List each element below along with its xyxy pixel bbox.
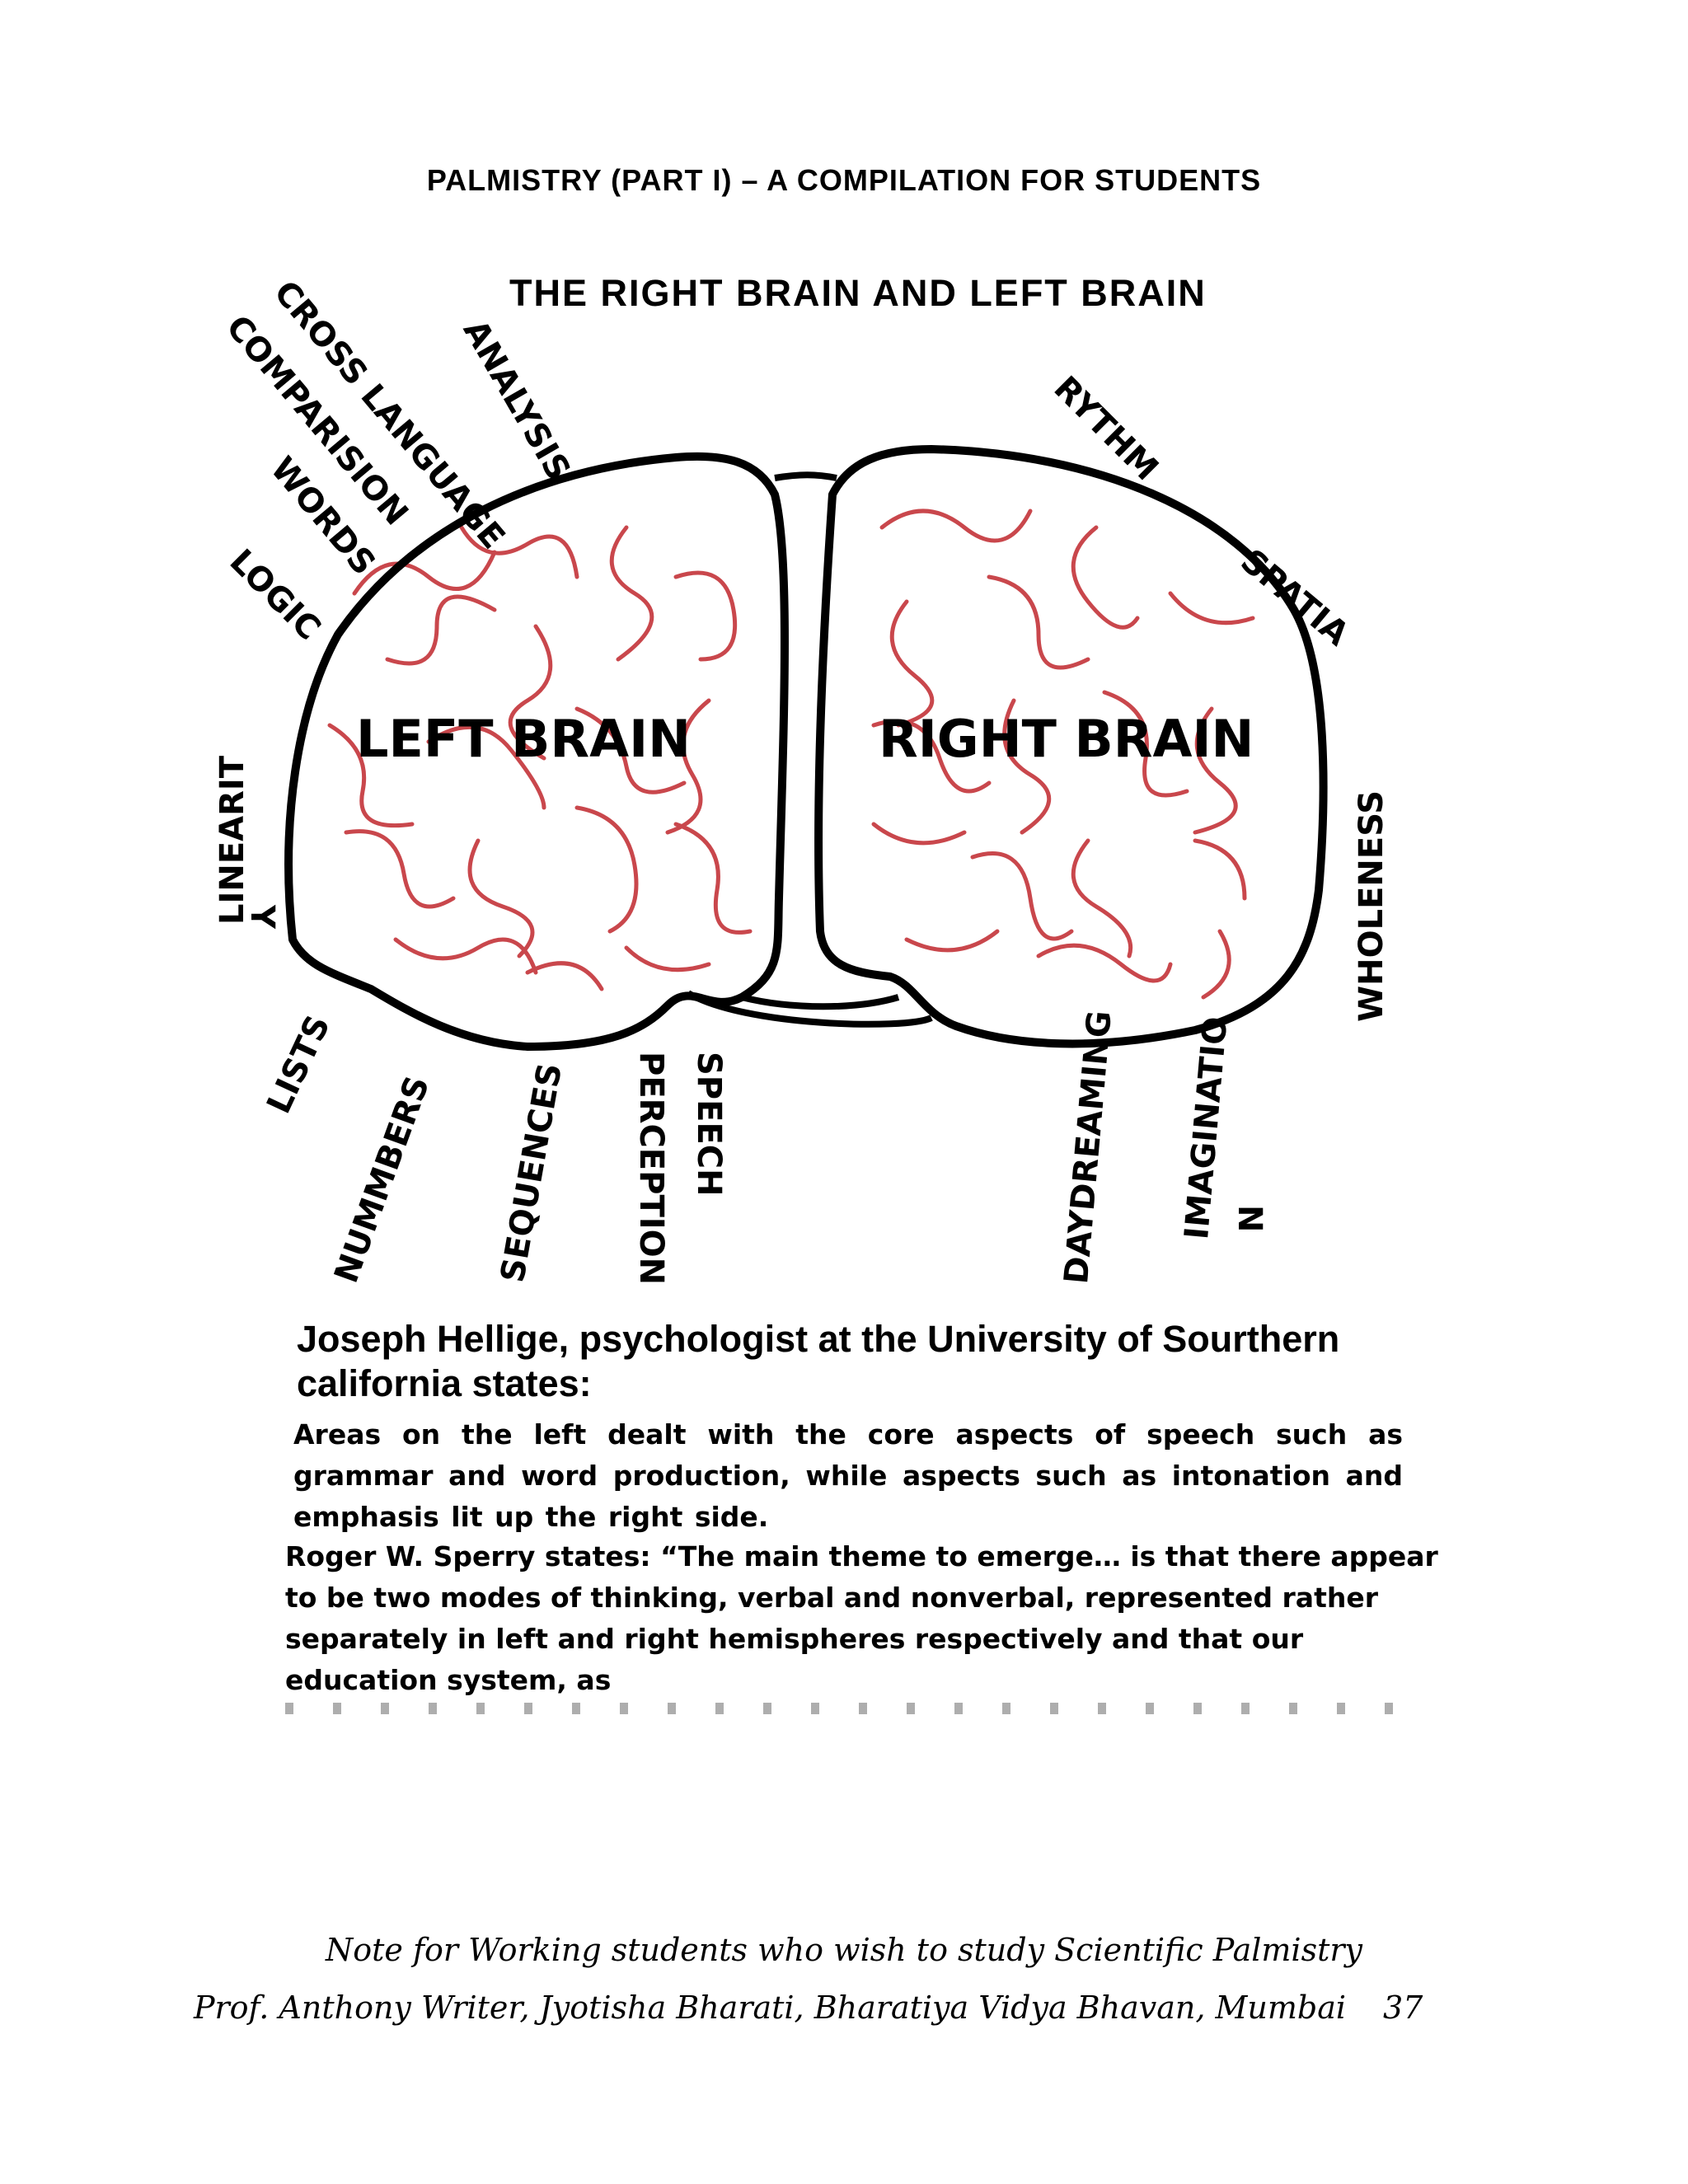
intro-paragraph: Joseph Hellige, psychologist at the Univ… [297, 1318, 1340, 1404]
label-linearity: LINEARIT [213, 755, 251, 925]
hellige-quote: Areas on the left dealt with the core as… [293, 1418, 1403, 1533]
label-perception: PERCEPTION [632, 1052, 670, 1286]
left-hemisphere-outline [284, 452, 789, 1051]
page-header: PALMISTRY (PART I) – A COMPILATION FOR S… [426, 163, 1262, 197]
label-linearity-y: Y [243, 905, 281, 929]
left-brain-label: LEFT BRAIN [356, 709, 692, 769]
brain-folds [327, 509, 1255, 1000]
brain-illustration [284, 445, 1328, 1051]
footer-author: Prof. Anthony Writer, Jyotisha Bharati, … [193, 1990, 1347, 2026]
label-wholeness: WHOLENESS [1353, 790, 1390, 1022]
diagram-title: THE RIGHT BRAIN AND LEFT BRAIN [509, 272, 1207, 314]
cut-off-text-line [285, 1703, 1406, 1714]
corpus-callosum [686, 471, 933, 1028]
right-hemisphere-outline [814, 445, 1328, 1048]
page-number: 37 [1383, 1990, 1423, 2026]
sperry-quote: Roger W. Sperry states: “The main theme … [285, 1540, 1438, 1696]
right-brain-label: RIGHT BRAIN [879, 709, 1254, 769]
label-speech: SPEECH [690, 1052, 728, 1197]
footer-note: Note for Working students who wish to st… [326, 1932, 1362, 1968]
label-imaginatio-n: N [1231, 1205, 1268, 1233]
